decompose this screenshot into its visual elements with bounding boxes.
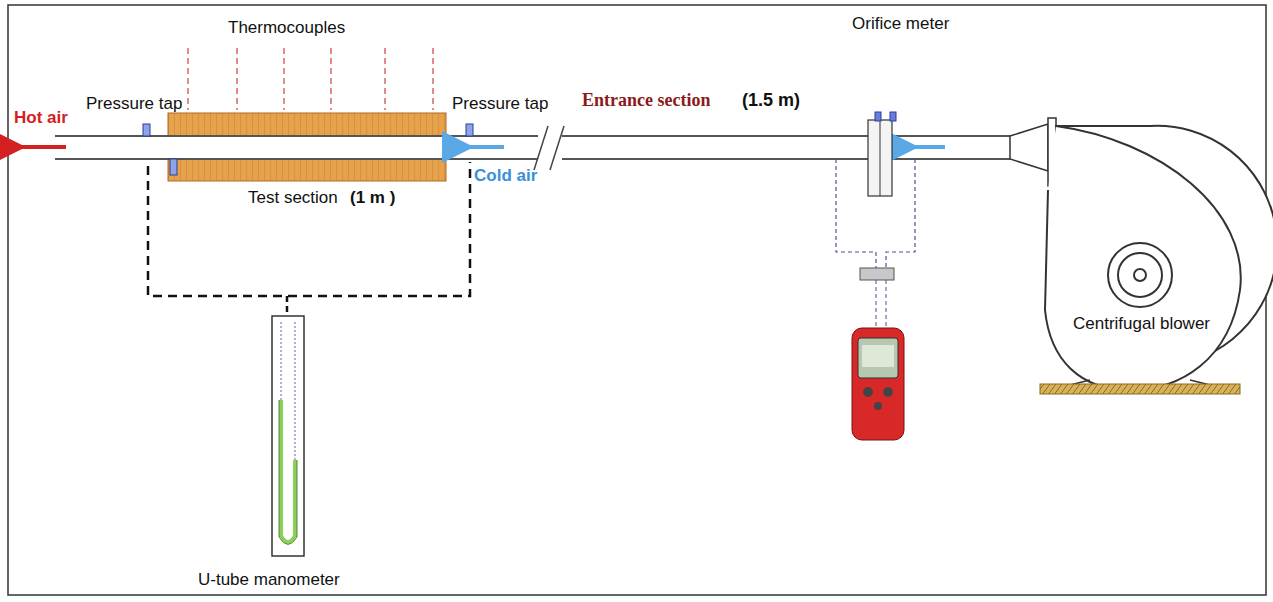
flow-label: Hot air (14, 108, 68, 128)
section-label: Test section (248, 188, 338, 208)
part-label: U-tube manometer (198, 570, 340, 590)
part-label: Pressure tap (452, 94, 548, 114)
part-label: Thermocouples (228, 18, 345, 38)
section-label: Entrance section (582, 90, 710, 111)
dimension-label: (1.5 m) (742, 90, 800, 111)
part-label: Orifice meter (852, 14, 949, 34)
part-label: Pressure tap (86, 94, 182, 114)
flow-label: Cold air (474, 166, 537, 186)
dimension-label: (1 m ) (350, 188, 395, 208)
part-label: Centrifugal blower (1073, 314, 1210, 334)
